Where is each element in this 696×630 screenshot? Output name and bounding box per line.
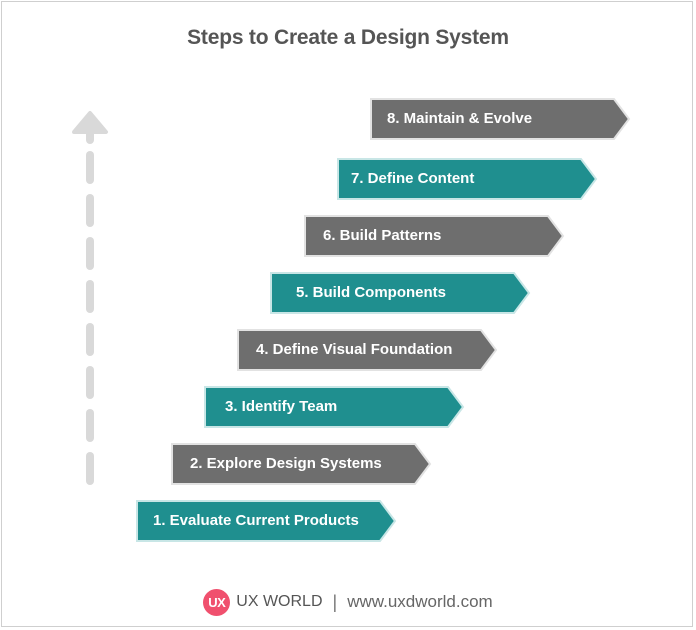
chevron-arrow-shape xyxy=(204,386,465,428)
step-6-label: 6. Build Patterns xyxy=(323,227,442,244)
step-5-label: 5. Build Components xyxy=(296,284,446,301)
footer-separator: | xyxy=(332,591,338,612)
diagram-title: Steps to Create a Design System xyxy=(187,26,509,49)
step-3: 3. Identify Team xyxy=(204,386,466,428)
step-1-label: 1. Evaluate Current Products xyxy=(153,512,359,529)
chevron-arrow-shape xyxy=(136,500,397,542)
chevron-arrow-shape xyxy=(171,443,432,485)
brand-name: UX WORLD xyxy=(236,593,323,610)
chevron-arrow-shape xyxy=(270,272,531,314)
ux-world-logo-icon: UX xyxy=(203,588,231,616)
chevron-arrow-shape xyxy=(304,215,565,257)
step-2: 2. Explore Design Systems xyxy=(171,443,433,485)
step-8: 8. Maintain & Evolve xyxy=(370,98,632,140)
step-7-label: 7. Define Content xyxy=(351,170,475,187)
dashed-up-arrow-icon xyxy=(72,111,108,485)
chevron-arrow-shape xyxy=(370,98,631,140)
step-3-label: 3. Identify Team xyxy=(225,398,338,415)
footer-branding: UX UX WORLD | www.uxdworld.com xyxy=(0,588,696,616)
chevron-arrow-shape xyxy=(237,329,498,371)
website-url: www.uxdworld.com xyxy=(347,592,493,611)
step-2-label: 2. Explore Design Systems xyxy=(190,455,382,472)
step-6: 6. Build Patterns xyxy=(304,215,566,257)
step-1: 1. Evaluate Current Products xyxy=(136,500,398,542)
step-4: 4. Define Visual Foundation xyxy=(237,329,499,371)
step-8-label: 8. Maintain & Evolve xyxy=(387,110,533,127)
step-4-label: 4. Define Visual Foundation xyxy=(256,341,453,358)
step-5: 5. Build Components xyxy=(270,272,532,314)
step-7: 7. Define Content xyxy=(337,158,599,200)
chevron-arrow-shape xyxy=(337,158,598,200)
